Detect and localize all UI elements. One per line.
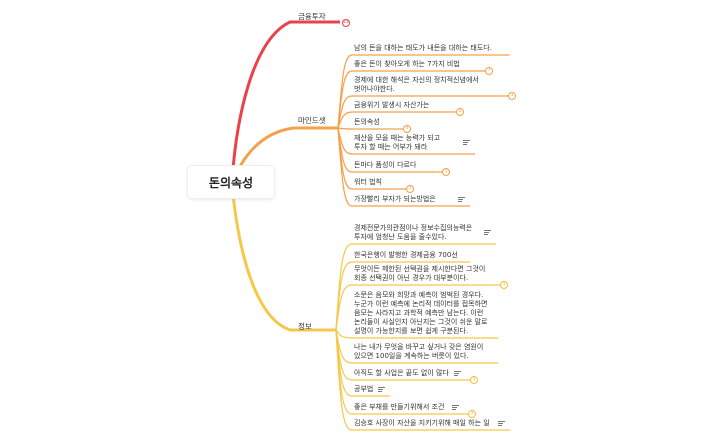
note-icon[interactable] [463,140,470,146]
info-item-text: 한국은행이 발행한 경제금융 700선 [354,251,458,259]
info-item-text: 김승호 사장이 자산을 지키기위해 매일 하는 일 [354,419,490,427]
mindset-item-text: 재산을 모을 때는 능력가 되고 [354,134,441,142]
child-count-badge[interactable]: 3 [442,168,450,176]
branch-finance[interactable]: 금융투자 [298,12,326,21]
branch-info[interactable]: 정보 [298,322,312,331]
mindset-item[interactable]: 금융위기 발생시 자산가는 [354,101,429,110]
child-count-badge[interactable]: 7 [485,67,493,75]
mindset-item-text: 워터 법칙 [354,178,382,186]
mindset-connectors [337,54,516,207]
info-item-text: 음모는 사라지고 과학적 예측만 남는다. 이런 [354,309,484,317]
info-connector [335,284,508,331]
mindset-connector [337,70,493,129]
info-item-text: 논리들이 사실인지 아닌지는 그것이 쉬운 말로 [354,318,488,326]
child-count-badge[interactable]: 1 [508,92,516,100]
root-node[interactable]: 돈의속성 [188,166,274,198]
mindset-item-text: 돈의속성 [354,118,380,126]
mindset-item[interactable]: 남의 돈을 대하는 태도가 내돈을 대하는 태도다. [354,44,492,53]
child-count-badge[interactable]: 4 [403,125,411,133]
note-icon[interactable] [498,420,505,427]
mindset-item[interactable]: 가장빨리 부자가 되는방법은 [354,195,436,204]
info-item[interactable]: 한국은행이 발행한 경제금융 700선 [354,251,458,260]
note-icon[interactable] [378,386,385,393]
info-item-text: 투자에 엄청난 도움을 줄수있다. [354,233,447,241]
child-count-badge[interactable]: 2 [456,108,464,116]
info-item[interactable]: 김승호 사장이 자산을 지키기위해 매일 하는 일 [354,419,490,428]
mindset-connector [337,95,516,129]
mindset-item[interactable]: 돈마다 품성이 다르다 [354,161,416,170]
branch-mindset[interactable]: 마인드셋 [298,116,326,125]
info-connectors [335,243,510,431]
child-count-badge[interactable]: 1 [406,185,414,193]
mindset-item-text: 좋은 돈이 찾아오게 하는 7가지 비법 [354,60,460,68]
info-item-text: 설명이 가능한지를 보면 쉽게 구분된다. [354,327,469,335]
mindset-item[interactable]: 좋은 돈이 찾아오게 하는 7가지 비법 [354,60,460,69]
info-connector [335,329,499,339]
child-count-badge[interactable]: 1 [468,410,476,418]
info-item-text: 공부법 [354,385,374,393]
finance-count-badge[interactable]: 21 [342,19,350,27]
info-item-text: 나는 내가 무엇을 바꾸고 싶거나 갖은 염원이 [354,343,484,351]
info-item-text: 무엇이든 제한된 선택권을 제시한다면 그것이 [354,265,486,273]
mindset-item-text: 돈마다 품성이 다르다 [354,161,417,169]
info-item[interactable]: 공부법 [354,385,373,394]
child-count-badge[interactable]: 1 [470,376,478,384]
info-item-text: 소문은 음모와 희망과 예측이 범벅된 경우다. [354,291,484,299]
info-item-text: 아직도 할 사업은 끝도 없이 많다 [354,369,449,377]
info-item-text: 있으면 100일을 계속하는 버릇이 있다. [354,352,469,360]
mindset-connector [337,127,470,207]
info-item-text: 좋은 부채를 만들기위해서 조건 [354,403,445,411]
info-item[interactable]: 소문은 음모와 희망과 예측이 범벅된 경우다.누군가 이런 예측에 논리적 데… [354,291,488,336]
info-item-text: 경제전문가의관점이나 정보수집의능력은 [354,224,473,232]
mindset-item[interactable]: 돈의속성 [354,118,380,127]
branch-line-info [230,183,336,332]
mindset-item-text: 금융위기 발생시 자산가는 [354,101,430,109]
info-item-text: 누군가 이런 예측에 논리적 데이터를 접목하면 [354,300,488,308]
mindset-item-text: 남의 돈을 대하는 태도가 내돈을 대하는 태도다. [354,44,492,52]
info-item-text: 회종 선택권이 아닌 경우가 대부분이다. [354,274,469,282]
info-item[interactable]: 좋은 부채를 만들기위해서 조건 [354,403,444,412]
info-connector [335,329,510,431]
mindset-connector [337,127,411,130]
child-count-badge[interactable]: 1 [500,281,508,289]
mindset-item-text: 경제에 대한 해석은 자신의 정치적신념에서 [354,76,479,84]
mindset-item-text: 투자 할 때는 어부가 돼라 [354,143,428,151]
mindset-item-text: 벗어나야한다. [354,85,395,93]
mindset-item[interactable]: 워터 법칙 [354,178,382,187]
info-connector [335,261,471,331]
mindset-connector [337,111,464,129]
note-icon[interactable] [452,404,459,411]
info-item[interactable]: 아직도 할 사업은 끝도 없이 많다 [354,369,449,378]
branch-line-finance [230,20,340,183]
note-icon[interactable] [454,370,461,377]
note-icon[interactable] [484,230,491,236]
mindset-item-text: 가장빨리 부자가 되는방법은 [354,195,436,203]
note-icon[interactable] [458,196,465,203]
